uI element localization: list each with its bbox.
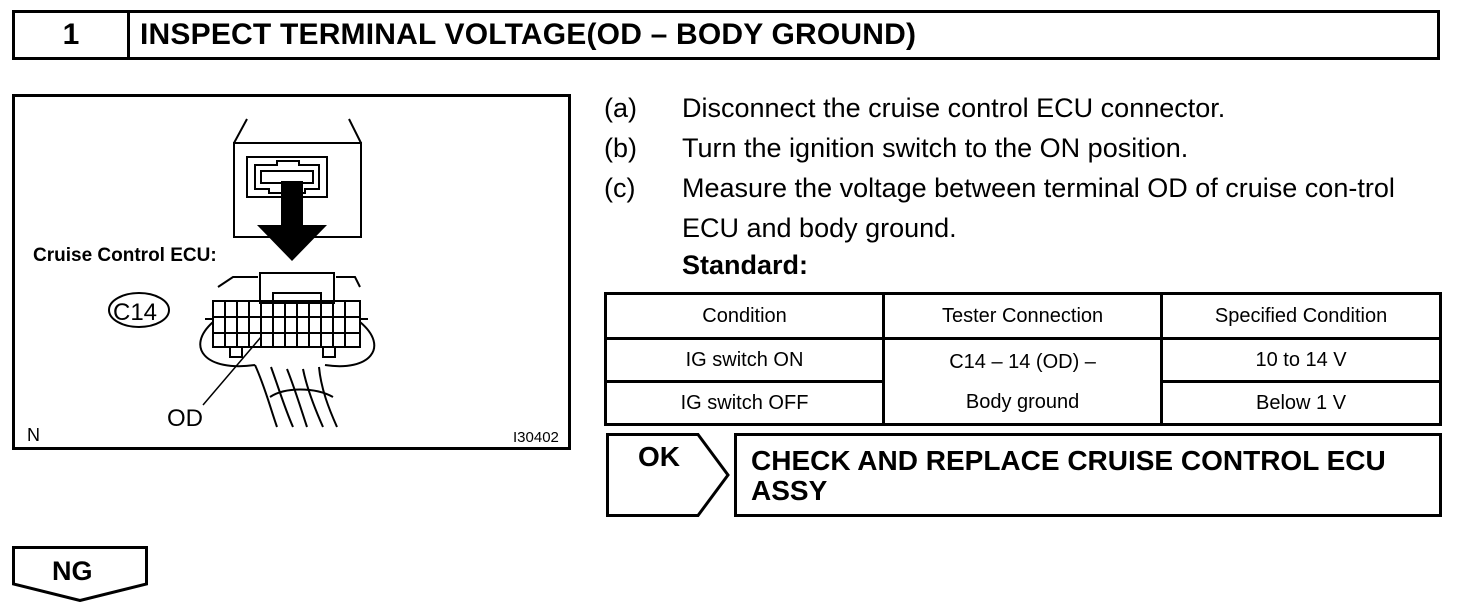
ok-action-line: ASSY (751, 475, 828, 506)
step-text: Measure the voltage between terminal OD … (682, 173, 1395, 243)
ecu-connector-body (212, 300, 361, 348)
connector-code: C14 (113, 299, 158, 326)
insert-arrow-icon (257, 181, 327, 261)
ecu-connector-top (259, 272, 335, 304)
table-header: Tester Connection (882, 292, 1164, 340)
ok-arrow-box (606, 433, 730, 517)
procedure-step: (a) Disconnect the cruise control ECU co… (604, 88, 1444, 128)
step-letter: (a) (604, 93, 637, 123)
standard-label: Standard: (682, 250, 809, 280)
step-letter: (b) (604, 133, 637, 163)
step-title: INSPECT TERMINAL VOLTAGE(OD – BODY GROUN… (140, 18, 917, 51)
ok-label: OK (638, 441, 680, 472)
table-header: Specified Condition (1160, 292, 1442, 340)
spec-table: Condition Tester Connection Specified Co… (603, 292, 1442, 426)
ng-label: NG (52, 556, 93, 586)
figure-id: I30402 (513, 429, 559, 446)
step-text: Turn the ignition switch to the ON posit… (682, 133, 1189, 163)
figure-corner-n: N (27, 425, 40, 445)
table-cell-tester-connection: C14 – 14 (OD) – Body ground (882, 337, 1164, 426)
tester-connection-line: C14 – 14 (OD) – (949, 350, 1096, 373)
ok-action-box: CHECK AND REPLACE CRUISE CONTROL ECU ASS… (734, 433, 1442, 517)
connector-code-oval (108, 292, 170, 328)
table-row: IG switch ON C14 – 14 (OD) – Body ground… (603, 337, 1442, 426)
procedure-step: (c) Measure the voltage between terminal… (604, 168, 1444, 248)
ok-action-line: CHECK AND REPLACE CRUISE CONTROL ECU (751, 445, 1386, 476)
table-header: Condition (603, 292, 886, 340)
procedure-steps: (a) Disconnect the cruise control ECU co… (604, 88, 1444, 248)
step-number: 1 (15, 13, 130, 57)
table-cell-condition: IG switch OFF (603, 380, 886, 426)
wire-harness (199, 321, 376, 368)
ecu-label: Cruise Control ECU: (33, 245, 217, 266)
table-cell-specified: Below 1 V (1160, 380, 1442, 426)
connector-figure: Cruise Control ECU: C14 OD N I30402 (12, 94, 571, 450)
ng-arrow-box (12, 546, 148, 602)
table-header-row: Condition Tester Connection Specified Co… (603, 292, 1442, 340)
step-header: 1 INSPECT TERMINAL VOLTAGE(OD – BODY GRO… (12, 10, 1440, 60)
table-cell-condition: IG switch ON (603, 337, 886, 383)
step-letter: (c) (604, 173, 636, 203)
step-text: Disconnect the cruise control ECU connec… (682, 93, 1226, 123)
table-row: IG switch OFF Below 1 V (603, 380, 1442, 426)
od-pointer (202, 336, 262, 406)
tester-connection-line: Body ground (965, 390, 1080, 413)
table-cell-specified: 10 to 14 V (1160, 337, 1442, 383)
terminal-od-label: OD (167, 405, 203, 432)
procedure-step: (b) Turn the ignition switch to the ON p… (604, 128, 1444, 168)
connector-diagram (108, 118, 376, 428)
harness-housing (233, 118, 362, 238)
